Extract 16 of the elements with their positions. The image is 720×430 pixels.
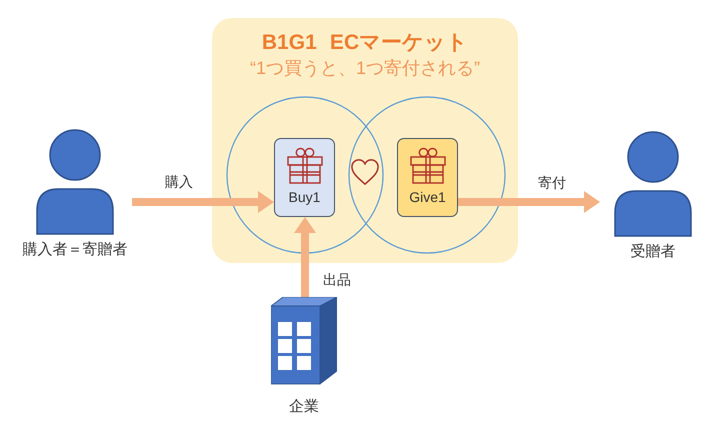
item-card — [397, 138, 458, 217]
panel-title: B1G1 ECマーケット — [262, 30, 468, 56]
arrow — [294, 217, 316, 297]
edge-label: 購入 — [165, 174, 193, 190]
market-panel — [212, 18, 518, 263]
figure-label: 購入者＝寄贈者 — [22, 241, 128, 259]
card-label: Buy1 — [288, 189, 320, 206]
arrow — [132, 191, 274, 213]
panel-subtitle: “1つ買うと、1つ寄付される” — [250, 57, 480, 80]
item-card — [274, 138, 335, 217]
figure-label: 受贈者 — [630, 243, 676, 261]
edge-label: 出品 — [323, 272, 351, 288]
arrow — [458, 191, 600, 213]
edge-label: 寄付 — [538, 174, 566, 192]
card-label: Give1 — [409, 189, 446, 206]
figure-label: 企業 — [289, 398, 319, 416]
